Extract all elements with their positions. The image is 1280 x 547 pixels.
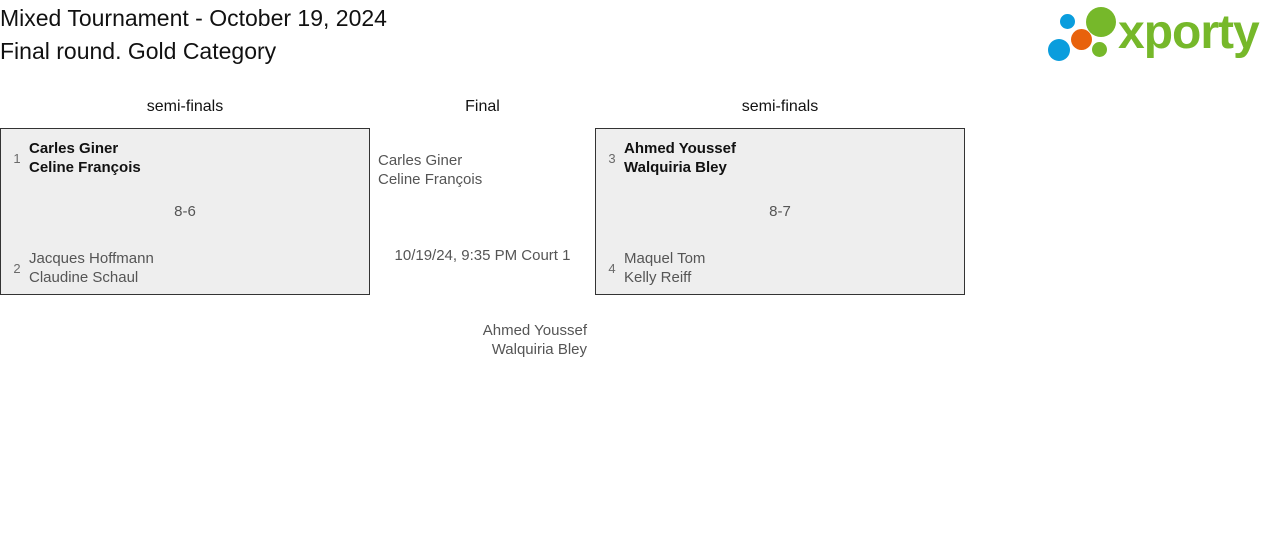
- page-title-line-2: Final round. Gold Category: [0, 38, 277, 64]
- team-names: Jacques Hoffmann Claudine Schaul: [29, 249, 154, 287]
- player-name: Walquiria Bley: [491, 341, 587, 358]
- match-semifinal-left[interactable]: 1 Carles Giner Celine François 8-6 2 Jac…: [0, 128, 370, 295]
- team-names: Carles Giner Celine François: [29, 139, 141, 177]
- match-final[interactable]: Carles Giner Celine François 10/19/24, 9…: [370, 128, 595, 368]
- logo-dots-icon: [1046, 4, 1120, 62]
- player-name: Carles Giner: [378, 152, 463, 169]
- match-semifinal-right-team-bottom[interactable]: 4 Maquel Tom Kelly Reiff: [604, 249, 705, 287]
- match-final-team-top[interactable]: Carles Giner Celine François: [378, 151, 482, 189]
- player-name: Celine François: [29, 159, 141, 176]
- team-names: Ahmed Youssef Walquiria Bley: [624, 139, 736, 177]
- player-name: Claudine Schaul: [29, 269, 139, 286]
- seed-number: 1: [13, 150, 21, 166]
- match-score: 8-6: [174, 203, 196, 220]
- player-name: Maquel Tom: [624, 250, 706, 267]
- round-header-semifinals-left: semi-finals: [146, 98, 224, 115]
- match-semifinal-left-team-top[interactable]: 1 Carles Giner Celine François: [9, 139, 141, 177]
- page-title-line-1: Mixed Tournament - October 19, 2024: [0, 5, 387, 31]
- player-name: Celine François: [378, 171, 483, 188]
- page-header: Mixed Tournament - October 19, 2024 Fina…: [0, 0, 1280, 90]
- match-final-team-bottom[interactable]: Ahmed Youssef Walquiria Bley: [370, 321, 587, 359]
- logo-dot-green-large-icon: [1086, 7, 1116, 37]
- player-name: Carles Giner: [29, 140, 119, 157]
- logo-dot-orange-icon: [1071, 29, 1092, 50]
- match-semifinal-right-team-top[interactable]: 3 Ahmed Youssef Walquiria Bley: [604, 139, 736, 177]
- page-title: Mixed Tournament - October 19, 2024 Fina…: [0, 2, 387, 68]
- seed-number: 3: [608, 150, 616, 166]
- player-name: Walquiria Bley: [624, 159, 727, 176]
- player-name: Jacques Hoffmann: [29, 250, 154, 267]
- logo-dot-green-small-icon: [1092, 42, 1107, 57]
- seed-number: 2: [13, 260, 21, 276]
- round-header-semifinals-right: semi-finals: [741, 98, 819, 115]
- player-name: Kelly Reiff: [624, 269, 692, 286]
- match-semifinal-right[interactable]: 3 Ahmed Youssef Walquiria Bley 8-7 4 Maq…: [595, 128, 965, 295]
- logo-dot-blue-small-icon: [1060, 14, 1075, 29]
- logo-dot-blue-large-icon: [1048, 39, 1070, 61]
- player-name: Ahmed Youssef: [482, 322, 587, 339]
- logo-wordmark: xporty: [1118, 6, 1260, 59]
- xporty-logo[interactable]: xporty: [1046, 4, 1272, 62]
- team-names: Maquel Tom Kelly Reiff: [624, 249, 705, 287]
- match-final-schedule: 10/19/24, 9:35 PM Court 1: [394, 247, 571, 264]
- match-semifinal-left-team-bottom[interactable]: 2 Jacques Hoffmann Claudine Schaul: [9, 249, 154, 287]
- match-score: 8-7: [769, 203, 791, 220]
- round-header-final: Final: [465, 98, 500, 115]
- seed-number: 4: [608, 260, 616, 276]
- player-name: Ahmed Youssef: [624, 140, 736, 157]
